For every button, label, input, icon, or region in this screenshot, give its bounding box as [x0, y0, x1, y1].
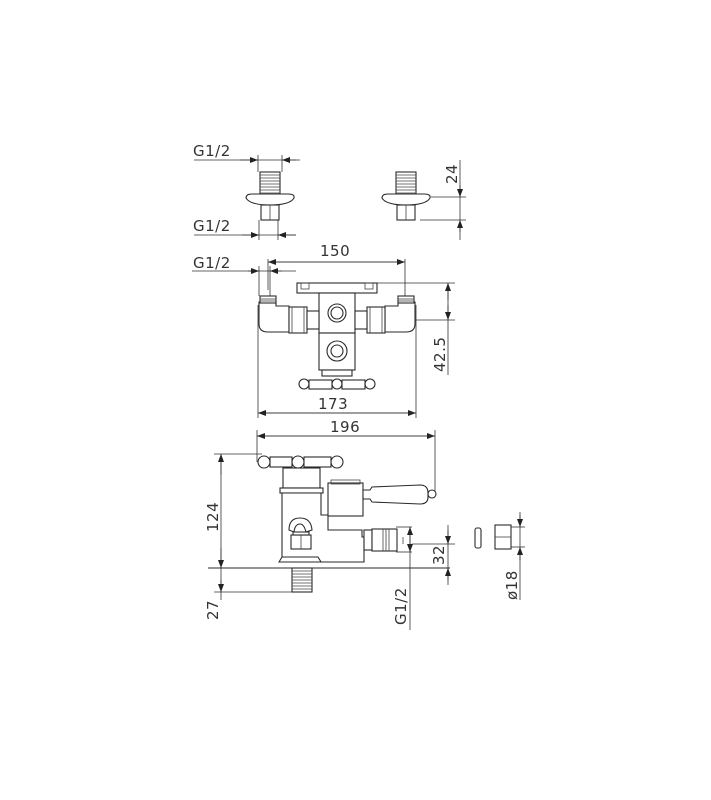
width-label: 173: [318, 395, 348, 413]
depth-label: 42.5: [431, 337, 449, 372]
length-label: 196: [330, 418, 360, 436]
bottom-height-label: 27: [204, 600, 222, 620]
plan-view: G1/2 150 42.5 173: [192, 242, 455, 418]
outlet-height-label: 32: [430, 545, 448, 565]
bottom-thread-label: G1/2: [193, 217, 231, 235]
top-connectors: G1/2 G1/2 24: [193, 142, 466, 240]
connector-height-label: 24: [443, 164, 461, 184]
top-thread-label: G1/2: [193, 142, 231, 160]
s-union-left: [245, 171, 295, 221]
washer-nut-detail: ø18: [474, 512, 525, 600]
outlet-thread-label: G1/2: [392, 587, 410, 625]
plan-thread-label: G1/2: [193, 254, 231, 272]
s-union-right: [381, 171, 431, 221]
centers-label: 150: [320, 242, 350, 260]
height-label: 124: [204, 502, 222, 532]
side-view: 196 124 27 32 G1/2: [204, 418, 455, 630]
diameter-label: ø18: [503, 570, 521, 600]
